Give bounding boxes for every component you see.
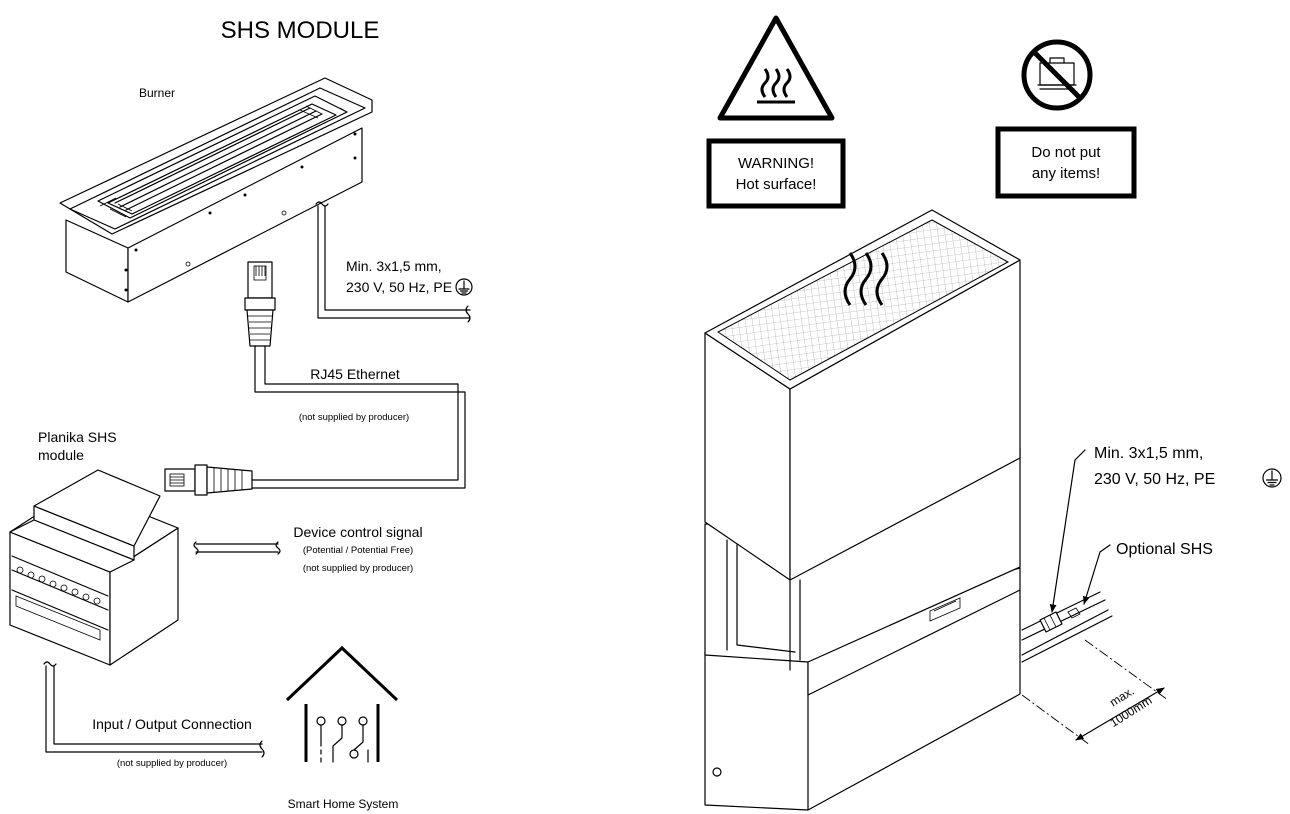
fireplace-power-spec-line1: Min. 3x1,5 mm, <box>1094 445 1203 462</box>
earth-ground-icon <box>1262 468 1282 488</box>
module-label-line2: module <box>38 447 84 463</box>
optional-shs-label: Optional SHS <box>1116 541 1213 558</box>
smart-home-house-icon <box>285 645 399 763</box>
module-label-line1: Planika SHS <box>38 429 117 445</box>
max-distance-dimension <box>1021 639 1169 746</box>
io-not-supplied: (not supplied by producer) <box>117 758 227 769</box>
burner-label: Burner <box>139 86 175 100</box>
noitems-text-line1: Do not put <box>1031 144 1101 161</box>
burner-illustration <box>59 77 373 303</box>
fireplace-power-spec-line2: 230 V, 50 Hz, PE <box>1094 471 1215 488</box>
warning-text-line2: Hot surface! <box>736 176 817 193</box>
device-control-label: Device control signal <box>293 524 422 540</box>
rj45-connector-icon <box>164 464 253 496</box>
no-items-prohibition-icon <box>1021 39 1093 111</box>
smart-home-label: Smart Home System <box>288 797 399 811</box>
ethernet-cable <box>251 345 466 489</box>
callout-arrows <box>1049 449 1111 613</box>
fireplace-illustration <box>704 209 1021 811</box>
device-control-potential: (Potential / Potential Free) <box>303 545 413 556</box>
din-rail-module-icon <box>9 469 179 666</box>
earth-ground-icon <box>455 278 473 296</box>
device-control-not-supplied: (not supplied by producer) <box>303 563 413 574</box>
power-cable <box>315 201 471 323</box>
rj45-not-supplied: (not supplied by producer) <box>299 412 409 423</box>
rj45-label: RJ45 Ethernet <box>310 366 400 382</box>
fireplace-cables <box>1021 591 1113 663</box>
power-spec-line2: 230 V, 50 Hz, PE <box>346 279 452 295</box>
warning-text-line1: WARNING! <box>738 155 814 172</box>
hot-surface-warning-icon <box>717 15 835 121</box>
diagram-title: SHS MODULE <box>221 17 380 44</box>
power-spec-line1: Min. 3x1,5 mm, <box>346 258 442 274</box>
device-control-cable <box>193 541 281 555</box>
noitems-text-line2: any items! <box>1032 165 1100 182</box>
rj45-connector-icon <box>244 261 276 347</box>
io-cable <box>43 661 265 758</box>
io-connection-label: Input / Output Connection <box>92 716 252 732</box>
noitems-sign-box <box>995 126 1137 199</box>
warning-sign-box <box>706 138 846 209</box>
